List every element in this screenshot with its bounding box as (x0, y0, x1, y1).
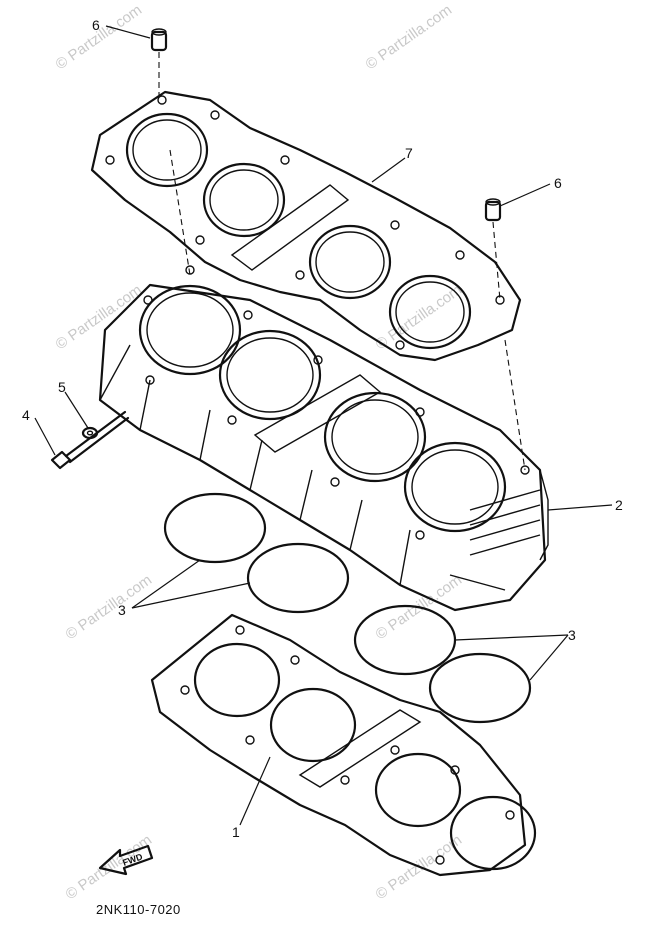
head-gasket-upper (90, 90, 522, 362)
alignment-lines (158, 52, 526, 471)
watermark: © Partzilla.com (363, 1, 456, 73)
cylinder-block (98, 283, 549, 612)
watermark: © Partzilla.com (63, 571, 156, 643)
callout-group: 6 6 7 2 5 4 3 3 1 (22, 17, 623, 840)
dowel-left (150, 28, 168, 52)
callout-7: 7 (405, 145, 413, 161)
bolt (50, 410, 130, 470)
callout-6-right: 6 (554, 175, 562, 191)
base-gasket-lower (150, 613, 537, 877)
callout-3-left: 3 (118, 602, 126, 618)
callout-6-left: 6 (92, 17, 100, 33)
callout-4: 4 (22, 407, 30, 423)
diagram-code: 2NK110-7020 (96, 902, 181, 917)
watermark: © Partzilla.com (53, 1, 146, 73)
dowel-right (484, 198, 502, 222)
o-rings (163, 492, 532, 724)
fwd-arrow-icon: FWD (98, 844, 154, 876)
leader-lines (34, 25, 613, 826)
callout-2: 2 (615, 497, 623, 513)
washer (81, 426, 99, 440)
watermark: © Partzilla.com (53, 281, 146, 353)
watermark: © Partzilla.com (63, 831, 156, 903)
callout-5: 5 (58, 379, 66, 395)
callout-1: 1 (232, 824, 240, 840)
callout-3-right: 3 (568, 627, 576, 643)
